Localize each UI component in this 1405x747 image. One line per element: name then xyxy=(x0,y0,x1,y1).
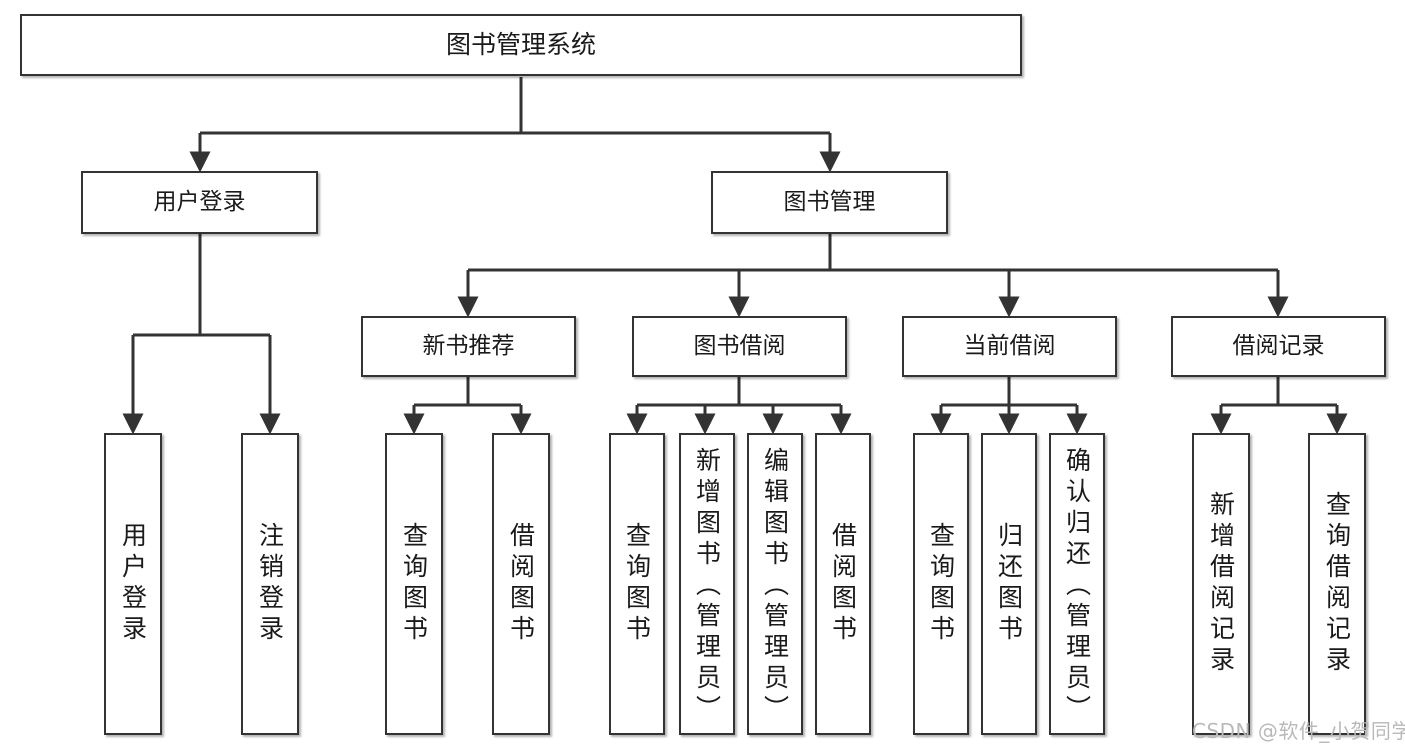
node-label: 图书管理 xyxy=(783,189,876,216)
node-label: 用户登录 xyxy=(118,522,148,646)
node-book-borrow[interactable]: 图书借阅 xyxy=(632,316,847,377)
node-label: 图书管理系统 xyxy=(445,29,596,59)
node-borrow-record[interactable]: 借阅记录 xyxy=(1171,316,1386,377)
node-label: 借阅记录 xyxy=(1232,333,1325,360)
node-label: 查询图书 xyxy=(399,522,429,646)
leaf-current-borrow-confirm-return-admin[interactable]: 确认归还（管理员） xyxy=(1049,433,1105,735)
node-label: 查询借阅记录 xyxy=(1322,491,1352,677)
node-root-book-management-system[interactable]: 图书管理系统 xyxy=(20,14,1022,76)
node-new-book-recommend[interactable]: 新书推荐 xyxy=(361,316,576,377)
node-label: 新增图书（管理员） xyxy=(692,447,722,726)
node-label: 新书推荐 xyxy=(422,333,515,360)
node-label: 新增借阅记录 xyxy=(1206,491,1236,677)
leaf-current-borrow-query-book[interactable]: 查询图书 xyxy=(913,433,969,735)
leaf-book-borrow-borrow-book[interactable]: 借阅图书 xyxy=(815,433,871,735)
node-label: 归还图书 xyxy=(994,522,1024,646)
node-label: 编辑图书（管理员） xyxy=(760,447,790,726)
leaf-user-login-logout[interactable]: 注销登录 xyxy=(241,433,299,735)
node-label: 注销登录 xyxy=(255,522,285,646)
leaf-book-borrow-query-book[interactable]: 查询图书 xyxy=(609,433,665,735)
node-label: 借阅图书 xyxy=(506,522,536,646)
watermark-text: CSDN @软件_小贺同学 xyxy=(1192,719,1405,743)
leaf-new-book-query-book[interactable]: 查询图书 xyxy=(385,433,443,735)
node-label: 借阅图书 xyxy=(828,522,858,646)
node-book-management[interactable]: 图书管理 xyxy=(711,171,948,234)
node-label: 当前借阅 xyxy=(963,333,1056,360)
node-label: 查询图书 xyxy=(622,522,652,646)
node-current-borrow[interactable]: 当前借阅 xyxy=(902,316,1117,377)
leaf-new-book-borrow-book[interactable]: 借阅图书 xyxy=(492,433,550,735)
node-user-login[interactable]: 用户登录 xyxy=(81,171,318,234)
node-label: 查询图书 xyxy=(926,522,956,646)
node-label: 图书借阅 xyxy=(693,333,786,360)
node-label: 确认归还（管理员） xyxy=(1062,447,1092,726)
leaf-user-login-login[interactable]: 用户登录 xyxy=(104,433,162,735)
leaf-book-borrow-edit-book-admin[interactable]: 编辑图书（管理员） xyxy=(747,433,803,735)
leaf-current-borrow-return-book[interactable]: 归还图书 xyxy=(981,433,1037,735)
node-label: 用户登录 xyxy=(153,189,246,216)
leaf-borrow-record-add-record[interactable]: 新增借阅记录 xyxy=(1192,433,1250,735)
leaf-book-borrow-add-book-admin[interactable]: 新增图书（管理员） xyxy=(679,433,735,735)
leaf-borrow-record-query-record[interactable]: 查询借阅记录 xyxy=(1308,433,1366,735)
